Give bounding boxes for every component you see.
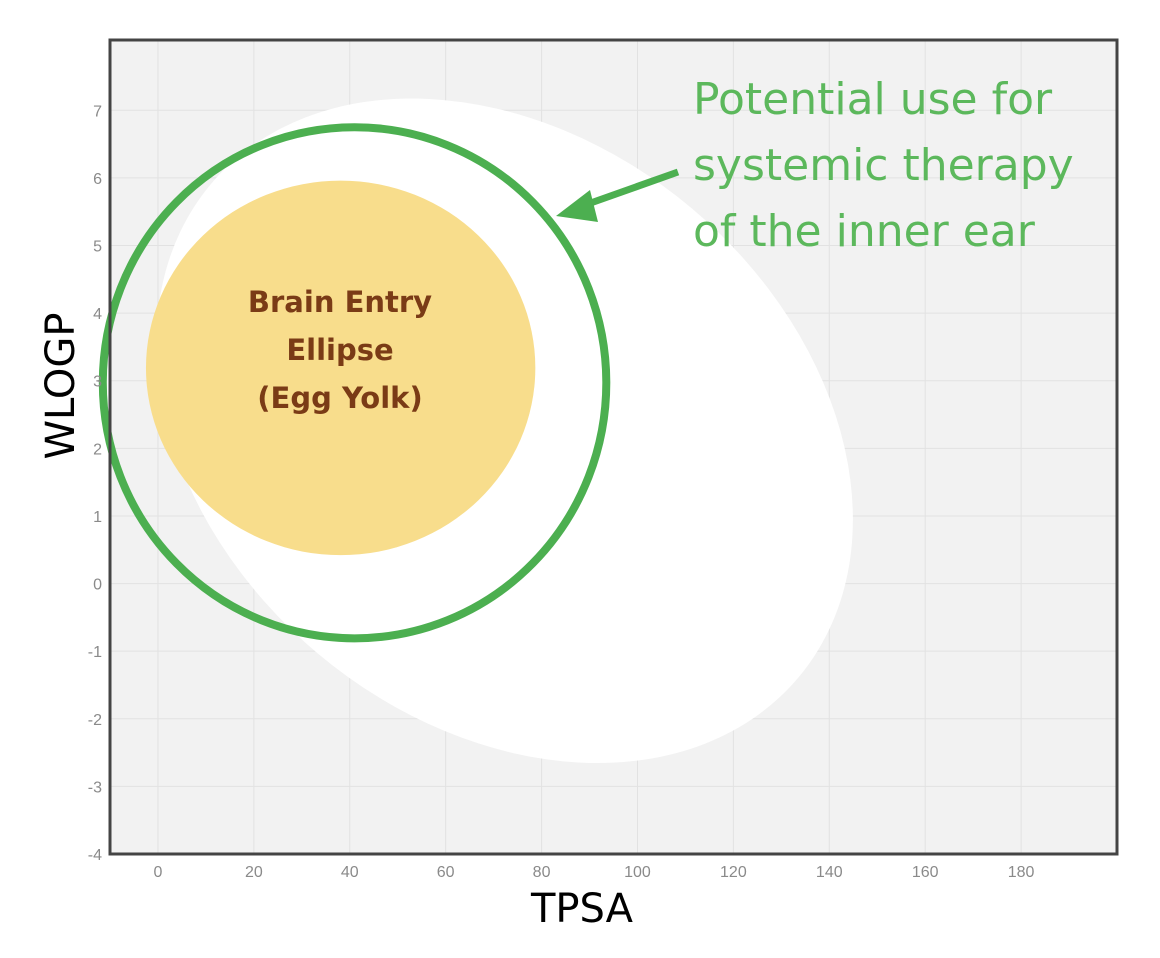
x-tick-label: 100 <box>624 864 651 881</box>
x-tick-label: 0 <box>153 864 162 881</box>
x-tick-label: 160 <box>912 864 939 881</box>
x-tick-label: 140 <box>816 864 843 881</box>
y-tick-label: -3 <box>88 779 102 796</box>
y-tick-label: 6 <box>93 171 102 188</box>
x-tick-label: 120 <box>720 864 747 881</box>
yolk-label-line-3: (Egg Yolk) <box>257 381 422 415</box>
yolk-label-line-1: Brain Entry <box>248 285 432 319</box>
y-tick-label: 0 <box>93 577 102 594</box>
y-tick-label: 5 <box>93 239 102 256</box>
yolk-label-line-2: Ellipse <box>286 333 393 367</box>
y-tick-label: -4 <box>88 847 102 864</box>
annotation-arrow-icon <box>556 168 680 222</box>
annotation-line-3: of the inner ear <box>693 206 1036 257</box>
y-tick-label: 7 <box>93 103 102 120</box>
y-tick-label: -2 <box>88 712 102 729</box>
y-tick-labels: -4 -3 -2 -1 0 1 2 3 4 5 6 7 <box>88 103 102 864</box>
x-tick-label: 40 <box>341 864 359 881</box>
egg-yolk-region <box>145 180 536 556</box>
x-tick-label: 80 <box>533 864 551 881</box>
x-axis-label: TPSA <box>530 886 634 932</box>
y-axis-label: WLOGP <box>38 312 84 459</box>
plot-frame <box>108 38 1119 856</box>
x-tick-labels: 0 20 40 60 80 100 120 140 160 180 <box>153 864 1034 881</box>
x-tick-label: 60 <box>437 864 455 881</box>
highlight-circle <box>98 123 611 643</box>
y-tick-label: 4 <box>93 306 102 323</box>
y-tick-label: 2 <box>93 441 102 458</box>
y-tick-label: 3 <box>93 374 102 391</box>
x-tick-label: 20 <box>245 864 263 881</box>
annotation-line-1: Potential use for <box>693 74 1053 125</box>
x-tick-label: 180 <box>1008 864 1035 881</box>
y-tick-label: -1 <box>88 644 102 661</box>
y-tick-label: 1 <box>93 509 102 526</box>
annotation-line-2: systemic therapy <box>693 140 1074 191</box>
